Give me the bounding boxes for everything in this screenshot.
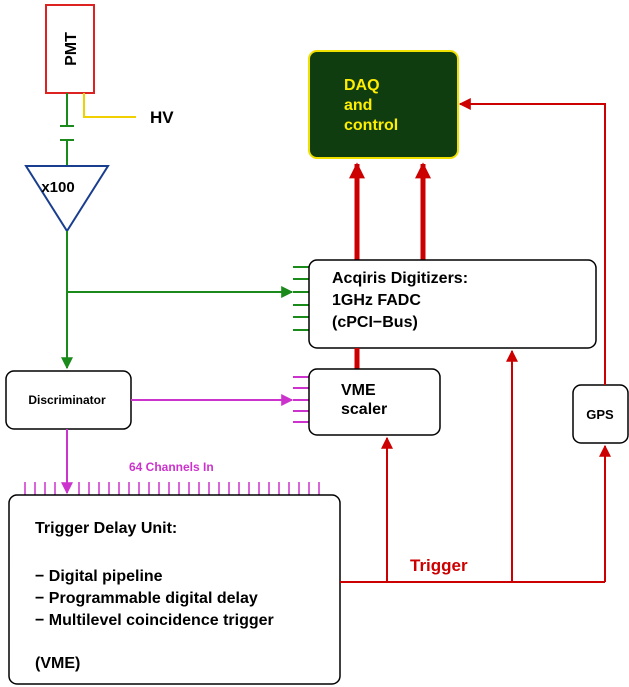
gps-box: GPS (572, 384, 629, 444)
trigger-delay-unit-box: Trigger Delay Unit: − Digital pipeline −… (8, 494, 341, 685)
vme-scaler-box: VME scaler (308, 368, 441, 436)
tdu-label-line-1: Trigger Delay Unit: (35, 520, 177, 537)
vme-scaler-label-line-2: scaler (341, 401, 387, 418)
tdu-label-line-2: − Digital pipeline (35, 568, 163, 585)
hv-label: HV (150, 108, 174, 127)
digitizer-input-ticks (293, 266, 309, 331)
pmt-label: PMT (63, 32, 80, 66)
vme-scaler-label-line-1: VME (341, 382, 376, 399)
tdu-label-line-4: − Multilevel coincidence trigger (35, 612, 274, 629)
digitizers-label-line-3: (cPCI−Bus) (332, 314, 418, 331)
daq-label-line-2: and (344, 97, 372, 114)
digitizers-box: Acqiris Digitizers: 1GHz FADC (cPCI−Bus) (308, 259, 597, 349)
amplifier-triangle: x100 (24, 165, 110, 233)
scaler-input-ticks (293, 376, 309, 423)
discriminator-label: Discriminator (28, 393, 106, 407)
trigger-label: Trigger (410, 556, 468, 575)
tdu-label-line-3: − Programmable digital delay (35, 590, 258, 607)
daq-label-line-3: control (344, 117, 398, 134)
discriminator-box: Discriminator (5, 370, 132, 430)
tdu-channel-ticks (24, 482, 320, 495)
gps-to-daq-arrow (458, 98, 606, 385)
channels-in-label: 64 Channels In (129, 460, 214, 474)
digitizers-label-line-1: Acqiris Digitizers: (332, 270, 468, 287)
pmt-output-line (60, 93, 74, 166)
hv-line (83, 93, 136, 118)
tdu-label-line-5: (VME) (35, 655, 80, 672)
daq-label-line-1: DAQ (344, 77, 380, 94)
amplifier-label: x100 (41, 179, 74, 196)
digitizers-label-line-2: 1GHz FADC (332, 292, 421, 309)
pmt-box: PMT (45, 4, 95, 94)
daq-control-box: DAQ and control (308, 50, 459, 159)
gps-label: GPS (586, 407, 614, 422)
